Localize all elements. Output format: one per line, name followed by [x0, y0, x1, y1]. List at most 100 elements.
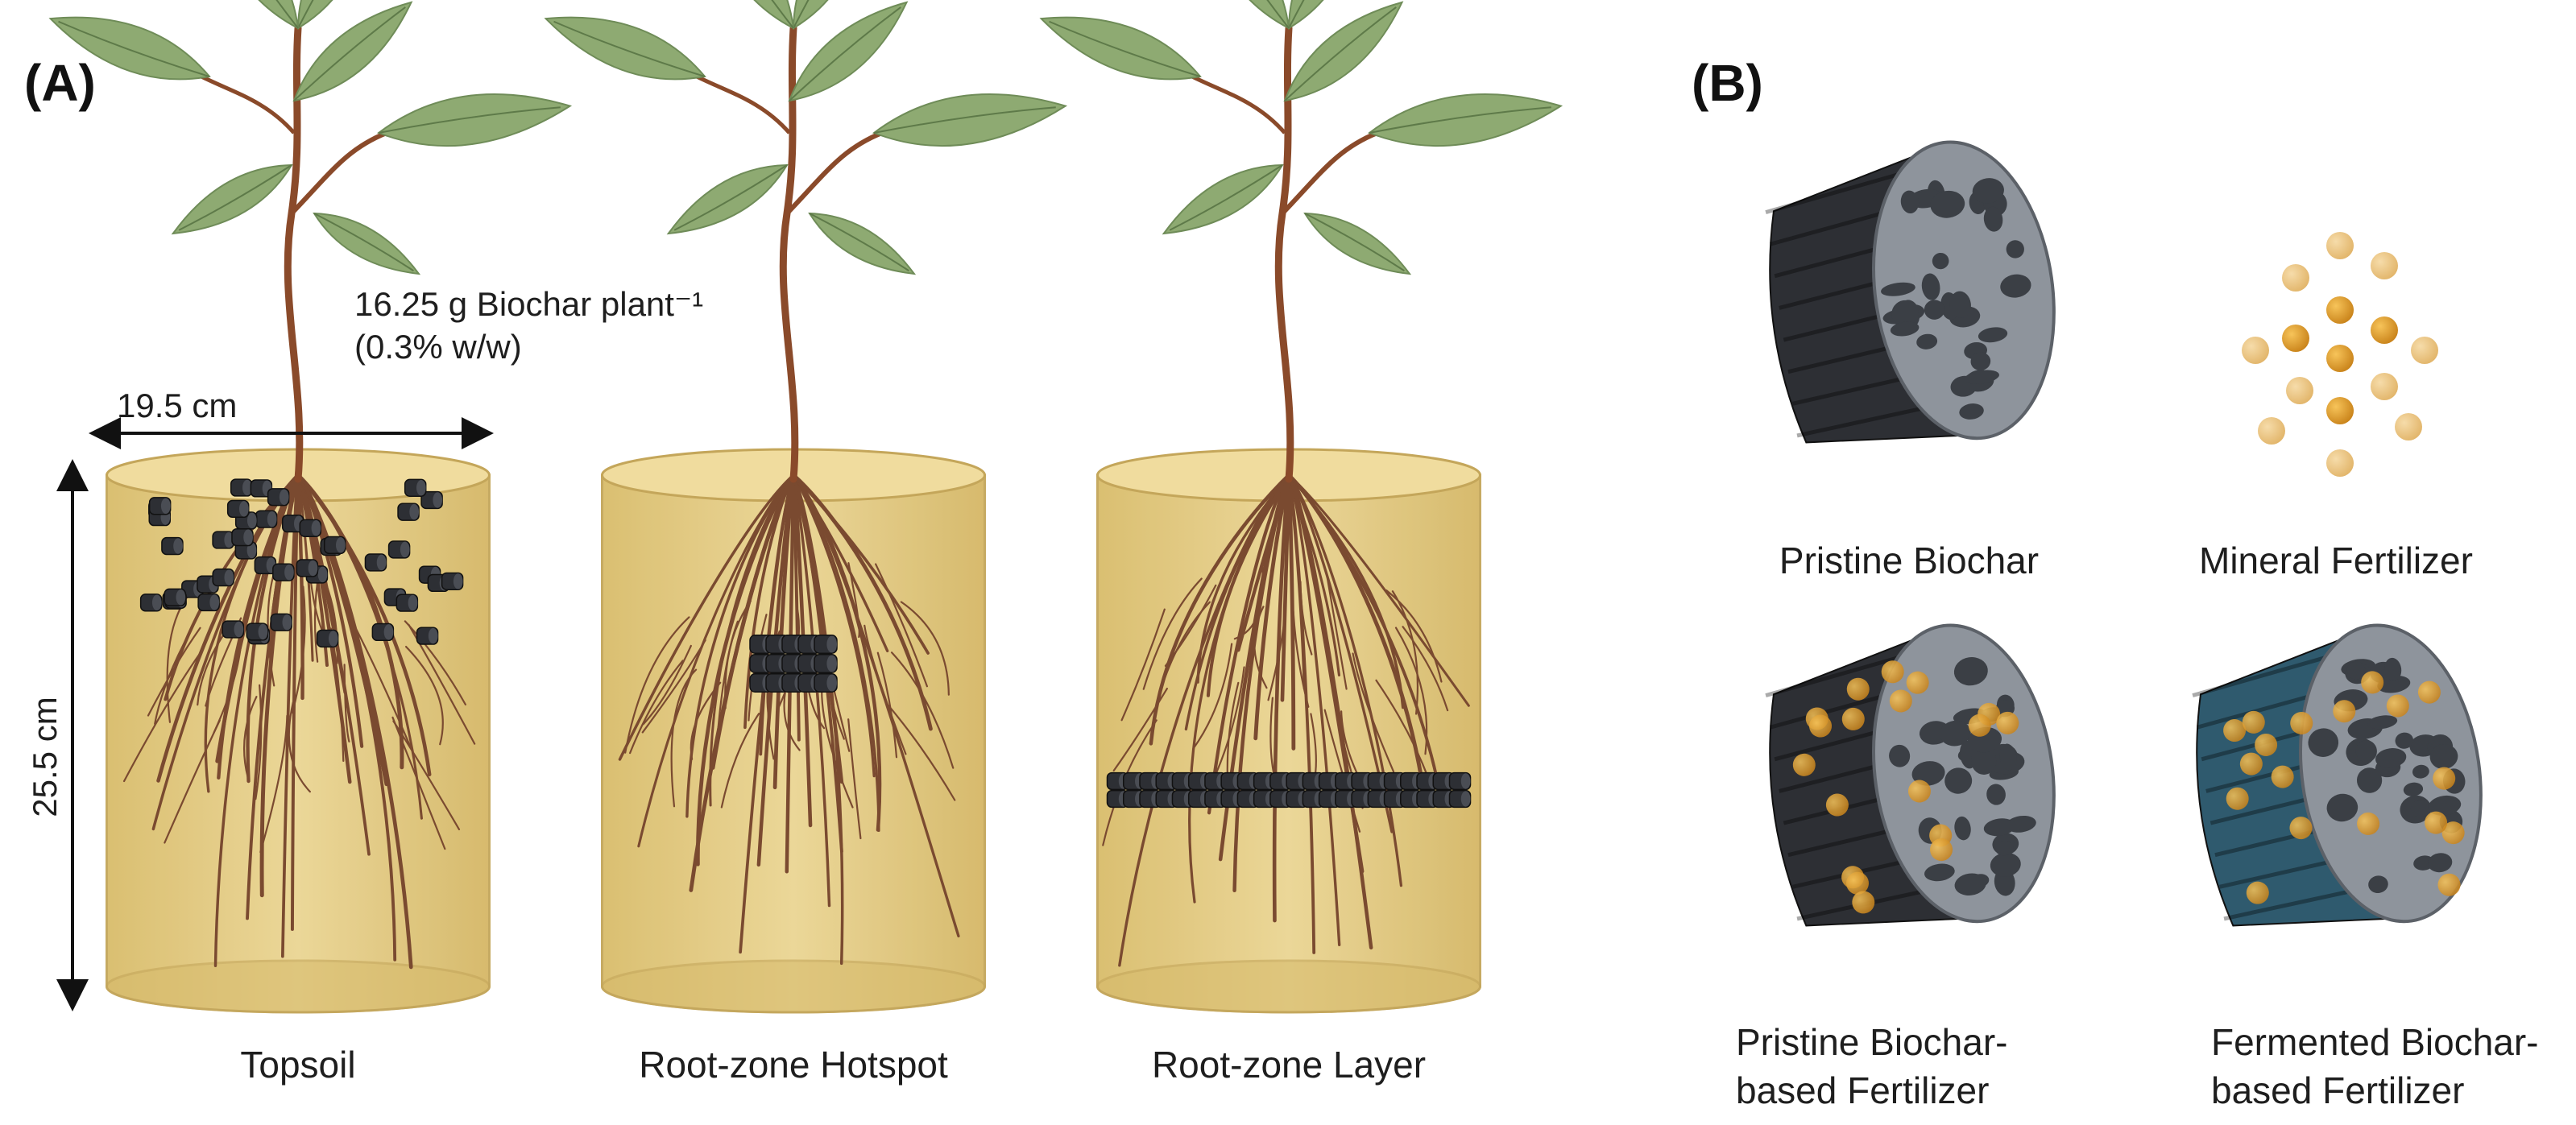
- leaf-vein: [873, 106, 1056, 134]
- pore: [1970, 747, 1997, 775]
- pot-body: [106, 474, 491, 1014]
- leaf-vein: [1049, 20, 1201, 77]
- pot-body: [1096, 474, 1481, 1014]
- leaf-blade: [1162, 163, 1284, 235]
- plant: [48, 0, 573, 483]
- root: [792, 474, 960, 938]
- fertilizer-granule: [1792, 753, 1816, 776]
- pellet-face: [826, 635, 837, 653]
- biochar-pellet: [316, 629, 339, 648]
- leaf-blade: [376, 93, 573, 147]
- pot-bottom: [601, 959, 986, 1014]
- leaf-vein: [1304, 213, 1405, 272]
- pore: [2326, 793, 2359, 822]
- root: [1287, 474, 1470, 707]
- fertilizer-granule: [2282, 264, 2309, 292]
- fertilizer-granule: [2371, 316, 2398, 344]
- fertilizer-granule: [2271, 765, 2294, 788]
- root-branch: [1375, 679, 1431, 781]
- root: [1206, 473, 1291, 697]
- root-branch: [1402, 626, 1449, 712]
- leaf-vein: [709, 0, 794, 29]
- block-face: [1871, 140, 2056, 440]
- pellet-face: [826, 674, 837, 692]
- root: [1286, 473, 1424, 783]
- leaf: [313, 212, 421, 275]
- root-branch: [288, 701, 311, 793]
- fertilizer-granule: [2441, 821, 2465, 845]
- pore: [1954, 816, 1971, 841]
- leaf: [544, 16, 706, 81]
- pore: [2412, 764, 2429, 779]
- pellet-face: [428, 627, 438, 644]
- biochar-pellet: [255, 510, 278, 528]
- fertilizer-granule: [1825, 793, 1849, 817]
- root-branch: [1120, 608, 1166, 722]
- root: [1196, 474, 1290, 684]
- plant: [544, 0, 1068, 483]
- root: [296, 473, 413, 970]
- dose-line-2: (0.3% w/w): [354, 328, 522, 366]
- caption-root-zone-layer: Root-zone Layer: [1152, 1044, 1426, 1086]
- pore: [2403, 782, 2424, 796]
- leaf-blade: [1303, 212, 1412, 275]
- fertilizer-granule: [2395, 413, 2422, 440]
- pore: [2356, 767, 2383, 793]
- fertilizer-granule: [2239, 752, 2263, 776]
- leaf: [1303, 212, 1412, 275]
- leaf-blade: [704, 0, 795, 30]
- pot-hotspot: [544, 0, 1068, 1014]
- fertilizer-granule: [2290, 711, 2313, 734]
- pore: [2367, 715, 2398, 730]
- root: [1287, 474, 1316, 954]
- pellet-face: [308, 560, 318, 577]
- pellet-face: [433, 492, 443, 508]
- biochar-pellet: [397, 503, 420, 521]
- root: [791, 473, 813, 828]
- root-branch: [1352, 652, 1395, 773]
- fertilizer-granule: [2333, 700, 2356, 723]
- panel-b-label: (B): [1692, 54, 1763, 112]
- pellet-face: [317, 566, 328, 583]
- fertilizer-granule: [2246, 881, 2269, 904]
- fertilizer-granule: [2437, 873, 2461, 896]
- biochar-pellet: [212, 568, 234, 587]
- pot-layer: [1039, 0, 1563, 1014]
- pore: [1911, 761, 1945, 786]
- root-branch: [629, 660, 684, 755]
- biochar-pellet: [387, 540, 411, 559]
- root-branch: [1233, 561, 1264, 640]
- biochar-pellet: [364, 553, 387, 572]
- root-branch: [1253, 606, 1268, 689]
- pellet-face: [243, 529, 253, 545]
- fertilizer-granule: [2425, 811, 2448, 834]
- biochar-pellet: [1448, 771, 1472, 791]
- root-branch: [408, 623, 476, 745]
- branch: [1191, 74, 1286, 134]
- leaf: [792, 0, 868, 30]
- pellet-face: [234, 621, 244, 638]
- root-branch: [642, 644, 692, 726]
- leaf-vein: [378, 106, 561, 134]
- pot-topsoil: [48, 0, 573, 1014]
- leaf-blade: [292, 1, 413, 102]
- fertilizer-granule: [2255, 733, 2278, 756]
- leaf-vein: [1204, 0, 1290, 29]
- pore: [1983, 818, 2015, 837]
- fertilizer-granule: [2326, 296, 2354, 324]
- pore: [2410, 800, 2429, 817]
- stem: [284, 24, 304, 483]
- pore: [1954, 873, 1986, 895]
- root: [792, 474, 876, 778]
- fertilizer-granule: [2433, 767, 2456, 790]
- pore: [1944, 767, 1973, 794]
- leaf: [376, 93, 573, 147]
- root: [792, 474, 831, 908]
- root: [1286, 473, 1296, 751]
- leaf: [292, 1, 413, 102]
- pellet-face: [160, 498, 171, 515]
- root: [296, 474, 423, 820]
- mineral-fertilizer-icon: [2242, 232, 2438, 477]
- biochar-pellet: [230, 478, 253, 497]
- pore: [1964, 370, 1999, 384]
